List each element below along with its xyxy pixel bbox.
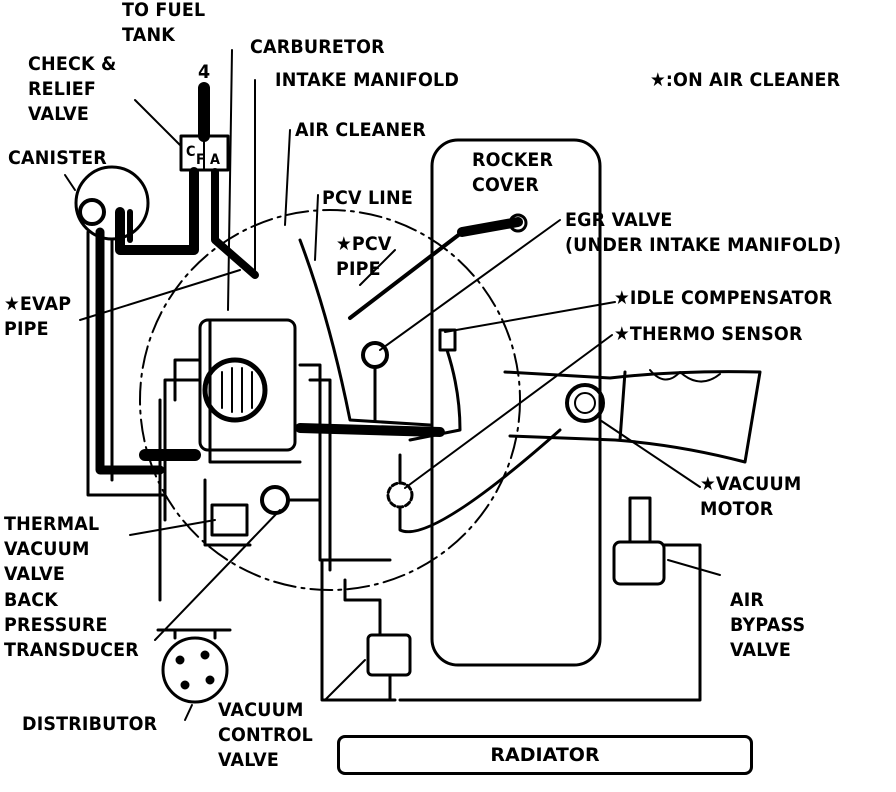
idle-compensator-label: ★IDLE COMPENSATOR xyxy=(614,287,833,309)
valve-port-c: C xyxy=(186,144,196,160)
check-relief-valve-label: CHECK & RELIEF VALVE xyxy=(28,53,117,125)
rocker-cover-label: ROCKER COVER xyxy=(472,149,554,196)
vacuum-control-valve-label: VACUUM CONTROL VALVE xyxy=(218,699,313,771)
carburetor xyxy=(198,318,297,452)
distributor xyxy=(161,636,229,704)
vacuum-motor xyxy=(565,383,605,423)
distributor-label: DISTRIBUTOR xyxy=(22,713,158,735)
valve-port-f: F xyxy=(196,152,205,168)
air-bypass-valve xyxy=(612,540,666,586)
egr-valve-label: EGR VALVE (UNDER INTAKE MANIFOLD) xyxy=(565,209,842,256)
valve-port-a: A xyxy=(210,152,221,168)
back-pressure-transducer xyxy=(260,485,290,515)
on-air-cleaner-note: ★:ON AIR CLEANER xyxy=(650,69,841,91)
canister-label: CANISTER xyxy=(8,147,107,169)
radiator-label: RADIATOR xyxy=(490,744,600,766)
air-cleaner-snorkel xyxy=(503,370,762,464)
fuel-line-number: 4 xyxy=(198,61,211,83)
radiator: RADIATOR xyxy=(337,735,753,775)
air-cleaner-outline xyxy=(139,209,521,591)
carburetor-label: CARBURETOR xyxy=(250,36,385,58)
evap-pipe-label: ★EVAP PIPE xyxy=(4,293,72,340)
air-bypass-valve-label: AIR BYPASS VALVE xyxy=(730,589,806,661)
to-fuel-tank-label: TO FUEL TANK xyxy=(122,0,206,46)
thermal-vacuum-valve xyxy=(210,503,249,537)
pcv-line xyxy=(298,238,432,427)
vacuum-control-valve xyxy=(366,633,412,677)
carburetor-throat xyxy=(202,357,268,423)
pcv-pipe-label: ★PCV PIPE xyxy=(336,233,392,280)
thermo-sensor-label: ★THERMO SENSOR xyxy=(614,323,803,345)
air-cleaner-label: AIR CLEANER xyxy=(295,119,427,141)
pcv-line-label: PCV LINE xyxy=(322,187,413,209)
intake-manifold-label: INTAKE MANIFOLD xyxy=(275,69,460,91)
thermal-vacuum-valve-label: THERMAL VACUUM VALVE xyxy=(4,513,100,585)
vacuum-motor-label: ★VACUUM MOTOR xyxy=(700,473,802,520)
idle-compensator xyxy=(438,328,457,352)
rocker-cover xyxy=(430,138,602,667)
back-pressure-transducer-label: BACK PRESSURE TRANSDUCER xyxy=(4,589,139,661)
